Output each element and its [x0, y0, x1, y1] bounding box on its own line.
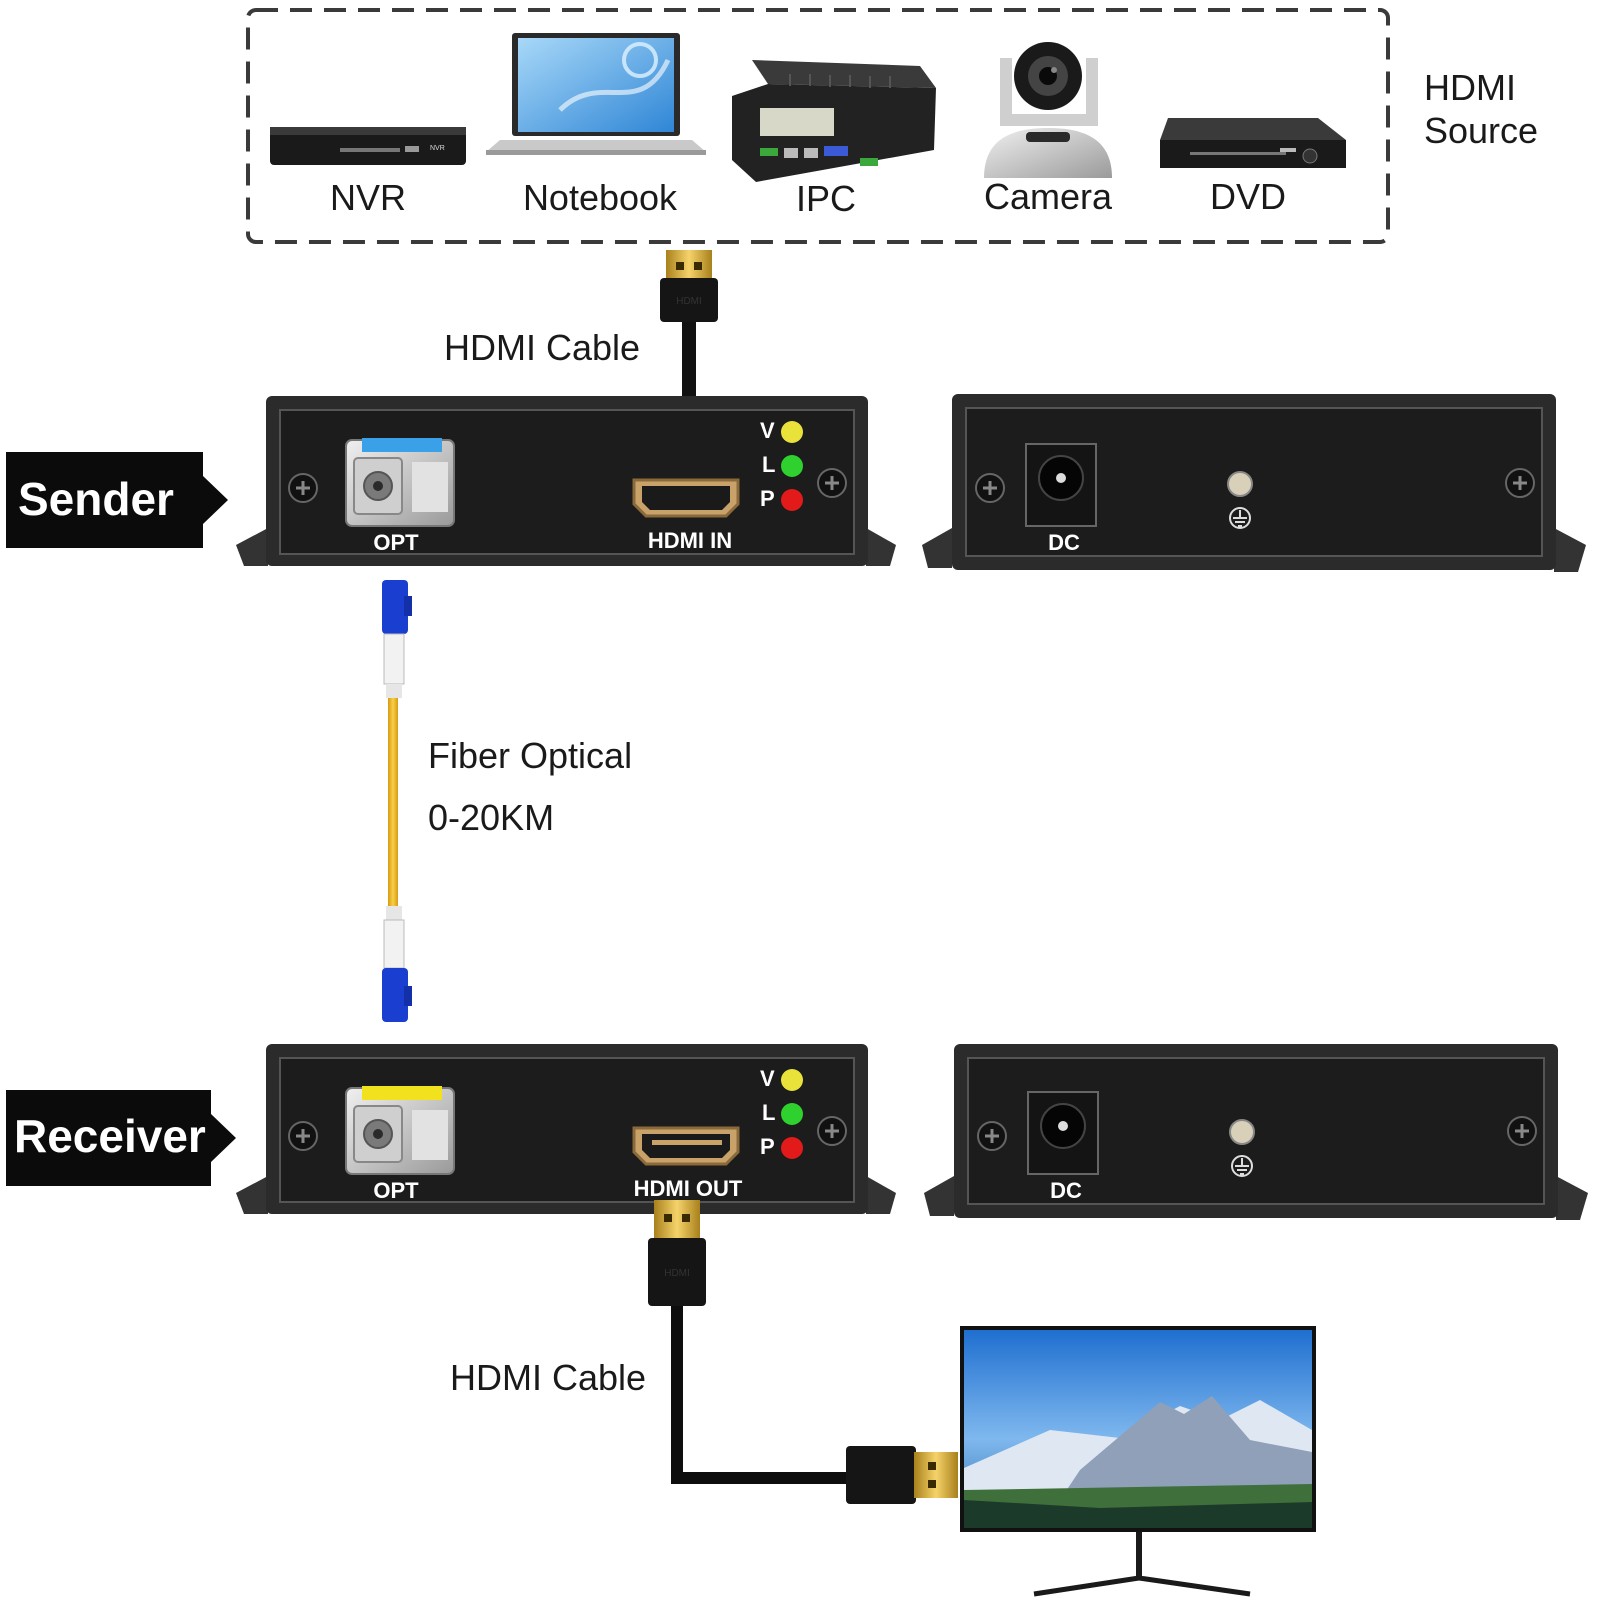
connector-text: HDMI	[664, 1268, 690, 1279]
sender-led-l-label: L	[762, 452, 775, 477]
receiver-dc-label: DC	[1050, 1178, 1082, 1203]
device-label-dvd: DVD	[1210, 176, 1286, 217]
receiver-tag: Receiver	[6, 1090, 236, 1186]
lc-connector	[382, 580, 408, 634]
device-label-nvr: NVR	[330, 177, 406, 218]
receiver-led-p-label: P	[760, 1134, 775, 1159]
sender-led-v-label: V	[760, 418, 775, 443]
optical-module-tx	[345, 438, 455, 527]
dc-jack	[1027, 1091, 1099, 1175]
hdmi-in-port	[632, 478, 740, 518]
device-label-camera: Camera	[984, 176, 1113, 217]
sender-led-v	[781, 421, 803, 443]
hdmi-source-title-line1: HDMI	[1424, 67, 1516, 108]
hdmi-source-group: NVR NVR Notebook	[246, 8, 1538, 244]
sender-led-l	[781, 455, 803, 477]
ipc-icon	[732, 60, 936, 182]
screw-icon	[1505, 468, 1535, 498]
screw-icon	[288, 1121, 318, 1151]
screw-icon	[1507, 1116, 1537, 1146]
notebook-icon	[486, 33, 706, 155]
screw-icon	[817, 468, 847, 498]
screw-icon	[288, 473, 318, 503]
screw-icon	[975, 473, 1005, 503]
fiber-label-line1: Fiber Optical	[428, 735, 632, 776]
screw-icon	[817, 1116, 847, 1146]
receiver-opt-label: OPT	[373, 1178, 419, 1203]
receiver-led-l-label: L	[762, 1100, 775, 1125]
receiver-front-panel: OPT HDMI OUT V L P	[236, 1044, 896, 1214]
sender-tag: Sender	[6, 452, 228, 548]
fiber-optic-cable	[382, 580, 412, 1022]
sender-tag-text: Sender	[18, 473, 174, 525]
receiver-led-p	[781, 1137, 803, 1159]
dc-jack	[1025, 443, 1097, 527]
nvr-badge: NVR	[430, 145, 445, 152]
hdmi-source-title-line2: Source	[1424, 110, 1538, 151]
sender-front-panel: OPT HDMI IN V L P	[236, 396, 896, 566]
receiver-back-panel: DC	[924, 1044, 1588, 1220]
optical-module-rx	[345, 1086, 455, 1175]
receiver-led-v	[781, 1069, 803, 1091]
receiver-led-v-label: V	[760, 1066, 775, 1091]
sender-opt-label: OPT	[373, 530, 419, 555]
ground-icon	[1231, 1155, 1253, 1177]
screw-icon	[977, 1121, 1007, 1151]
receiver-hdmi-out-label: HDMI OUT	[634, 1176, 743, 1201]
receiver-tag-text: Receiver	[14, 1110, 206, 1162]
connector-text: HDMI	[676, 296, 702, 307]
monitor-icon	[960, 1326, 1316, 1597]
sender-led-p-label: P	[760, 486, 775, 511]
lc-connector	[382, 968, 408, 1022]
camera-icon	[984, 42, 1112, 178]
nvr-icon: NVR	[270, 127, 466, 165]
sender-hdmi-in-label: HDMI IN	[648, 528, 732, 553]
device-label-notebook: Notebook	[523, 177, 678, 218]
ground-terminal	[1227, 471, 1253, 497]
hdmi-plug-body	[660, 278, 718, 322]
hdmi-plug-metal	[666, 250, 712, 280]
sender-led-p	[781, 489, 803, 511]
sender-dc-label: DC	[1048, 530, 1080, 555]
bottom-hdmi-cable-label: HDMI Cable	[450, 1357, 646, 1398]
ground-terminal	[1229, 1119, 1255, 1145]
bottom-hdmi-cable: HDMI	[648, 1200, 958, 1504]
hdmi-out-port	[632, 1126, 740, 1166]
device-label-ipc: IPC	[796, 178, 856, 219]
fiber-label-line2: 0-20KM	[428, 797, 554, 838]
dvd-icon	[1160, 118, 1346, 168]
top-hdmi-cable-label: HDMI Cable	[444, 327, 640, 368]
hdmi-source-dashed-frame	[246, 8, 1390, 244]
ground-icon	[1229, 507, 1251, 529]
sender-back-panel: DC	[922, 394, 1586, 572]
receiver-led-l	[781, 1103, 803, 1125]
